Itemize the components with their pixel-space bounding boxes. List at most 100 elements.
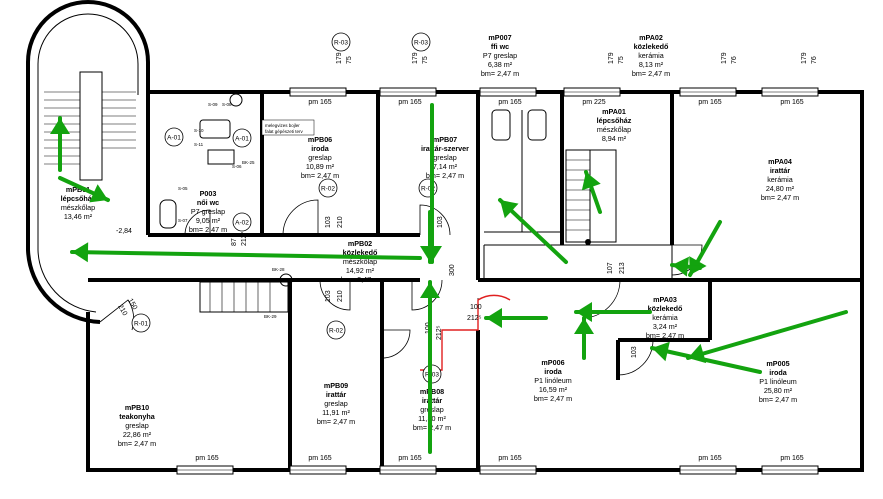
evacuation-arrow-head (89, 184, 108, 203)
evacuation-arrow-head (652, 341, 670, 362)
dim-100: 100 (470, 304, 482, 311)
room-label-line: mészkőlap (61, 203, 95, 212)
room-label-line: 11,91 m² (322, 408, 350, 417)
room-label-line: irattár-szerver (421, 144, 469, 153)
room-label-line: irattár (770, 166, 791, 175)
window-label: pm 165 (780, 99, 803, 106)
room-label-line: P7 greslap (191, 207, 225, 216)
door-tag-r-02: R-02 (321, 186, 335, 193)
room-label-line: 8,13 m² (639, 60, 664, 69)
room-label-line: kerámia (638, 51, 664, 60)
evacuation-arrow-line (686, 310, 848, 360)
window-label: pm 165 (498, 455, 521, 462)
room-label-line: mPA04 (768, 157, 792, 166)
dim-212: 212° (240, 231, 248, 246)
room-label-line: 10,89 m² (306, 162, 335, 171)
room-label-line: 14,92 m² (346, 266, 375, 275)
window-label: pm 165 (195, 455, 218, 462)
label-bk29: BK-29 (264, 314, 277, 319)
room-label-line: mP006 (541, 358, 564, 367)
room-label-line: 11,30 m² (418, 414, 446, 423)
room-label-line: lépcsőház (61, 194, 96, 203)
evacuation-arrows (50, 103, 848, 454)
window-label: pm 165 (698, 455, 721, 462)
kitchen-counter (199, 273, 293, 313)
room-label-line: bm= 2,47 m (189, 225, 227, 234)
room-label-line: iroda (769, 368, 788, 377)
room-label-line: bm= 2,47 m (646, 331, 684, 340)
room-label-line: irattár (326, 390, 347, 399)
room-label-line: iroda (544, 367, 563, 376)
door-tag-a-02: A-02 (235, 220, 249, 227)
room-label-line: irattár (422, 396, 443, 405)
stair-tower-mPB01 (26, 0, 150, 324)
label-s08: S-08 (222, 102, 232, 107)
room-label-line: P1 linóleum (534, 376, 572, 385)
evacuation-arrow-line (70, 250, 422, 260)
stair-steps (44, 91, 136, 165)
room-label-line: bm= 2,47 m (534, 394, 572, 403)
label-bk28: BK-28 (272, 267, 285, 272)
evacuation-arrow-head (486, 308, 502, 328)
room-label-line: közlekedő (343, 248, 378, 257)
room-label-line: 24,80 m² (766, 184, 795, 193)
room-label-line: bm= 2,47 m (301, 171, 339, 180)
door-tag-circle (326, 320, 346, 340)
door-tag-r-03: R-03 (414, 40, 428, 47)
room-label-line: bm= 2,47 m (413, 423, 451, 432)
room-label-line: 13,46 m² (64, 212, 93, 221)
boiler-note-line1: melegvizes bojler (265, 123, 300, 128)
room-label-line: bm= 2,47 m (761, 193, 799, 202)
dim-300: 300 (449, 264, 456, 276)
evacuation-arrow-head (420, 282, 440, 298)
room-label-line: ffi wc (491, 42, 509, 51)
door-tag-r-03: R-03 (425, 372, 439, 379)
room-label-line: P7 greslap (483, 51, 517, 60)
room-label-line: 3,24 m² (653, 322, 678, 331)
dim-76: 76 (731, 56, 738, 64)
room-label-line: greslap (324, 399, 348, 408)
door-tag-circle (232, 128, 252, 148)
dim-179: 179 (721, 52, 728, 64)
window-label: pm 165 (308, 99, 331, 106)
door-tag-circle (411, 32, 431, 52)
dim-87: 87 (231, 238, 238, 246)
room-label-line: bm= 2,47 m (632, 69, 670, 78)
room-label-line: mP005 (766, 359, 789, 368)
room-label-line: 7,14 m² (433, 162, 458, 171)
label-s07: S-07 (178, 218, 188, 223)
room-label-line: greslap (433, 153, 457, 162)
room-label-line: greslap (308, 153, 332, 162)
door-tag-circle (318, 178, 338, 198)
window-label: pm 165 (698, 99, 721, 106)
room-label-line: bm= 2,47 m (317, 417, 355, 426)
dim-75: 75 (346, 56, 353, 64)
dim-179: 179 (336, 52, 343, 64)
evacuation-arrow-head (72, 242, 89, 263)
room-label-line: mPB09 (324, 381, 348, 390)
room-label-line: iroda (311, 144, 330, 153)
door-tag-circle (131, 313, 151, 333)
label-s11: S-11 (194, 142, 204, 147)
dim-212-v: 212⁵ (436, 325, 443, 340)
evacuation-arrow-line (650, 346, 762, 374)
door-tag-r-02: R-02 (421, 186, 435, 193)
dim-210: 210 (337, 216, 344, 228)
window-label: pm 225 (582, 99, 605, 106)
evacuation-arrow-head (576, 302, 592, 322)
room-label-line: bm= 2,47 m (759, 395, 797, 404)
highlighted-partition (420, 294, 511, 371)
dim-103: 103 (437, 216, 444, 228)
room-label-line: bm= 2,47 m (118, 439, 156, 448)
